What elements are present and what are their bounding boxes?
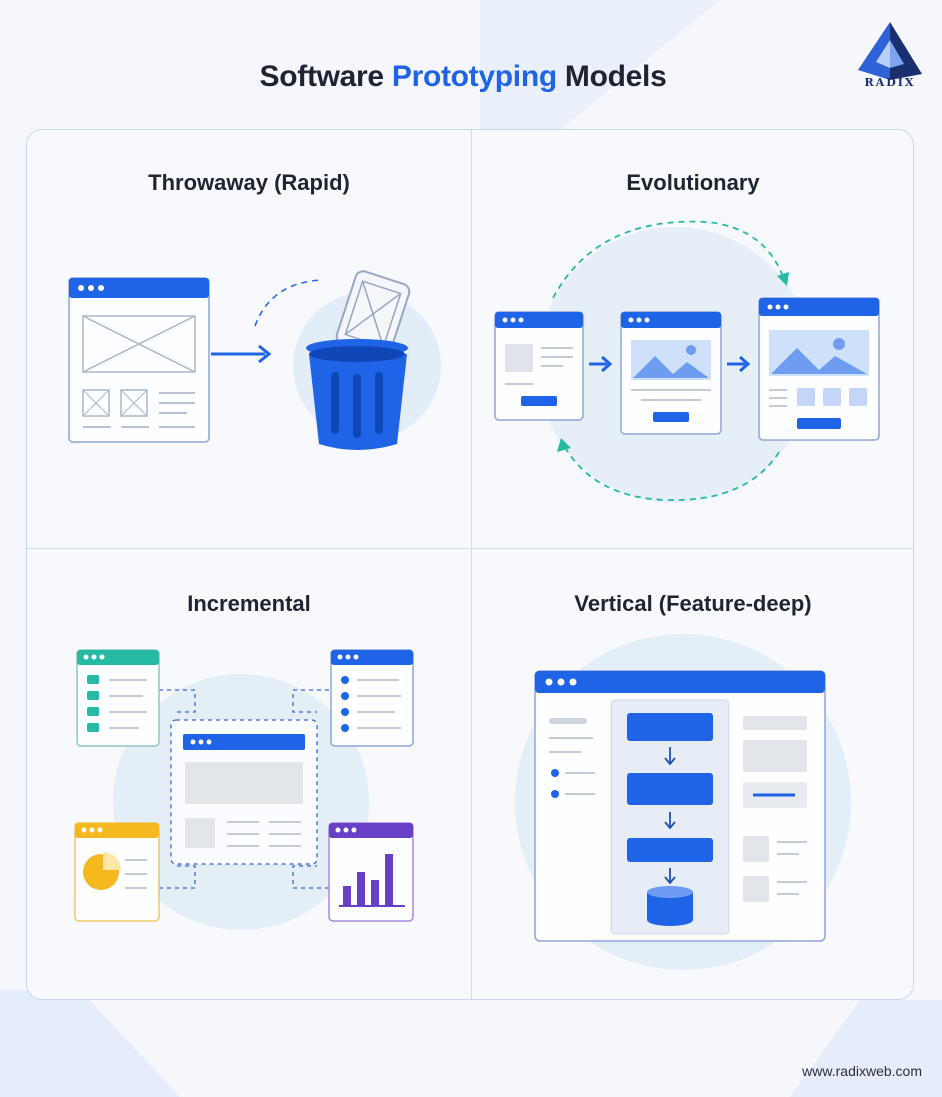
evolution-stage-1-window bbox=[494, 311, 584, 421]
quadrant-title-throwaway: Throwaway (Rapid) bbox=[148, 170, 350, 195]
radix-logo-icon bbox=[858, 22, 922, 80]
vertical-divider bbox=[471, 130, 472, 999]
vertical-feature-window bbox=[534, 670, 826, 942]
vertical-illustration bbox=[515, 634, 851, 970]
incremental-blue-list-window bbox=[330, 649, 414, 747]
title-part2: Models bbox=[564, 60, 667, 93]
quadrant-title-evolutionary: Evolutionary bbox=[626, 170, 760, 195]
evolution-stage-2-window bbox=[620, 311, 722, 435]
arrow-right-icon bbox=[589, 355, 613, 373]
database-icon bbox=[647, 886, 693, 926]
cycle-arrow-top-icon bbox=[777, 272, 789, 286]
models-panel: Throwaway (Rapid) Evolutionary Increment… bbox=[26, 129, 914, 1000]
incremental-illustration bbox=[74, 649, 414, 930]
quadrant-title-vertical: Vertical (Feature-deep) bbox=[574, 591, 812, 616]
incremental-teal-list-window bbox=[76, 649, 160, 747]
website-url[interactable]: www.radixweb.com bbox=[802, 1063, 922, 1079]
incremental-bar-chart-window bbox=[328, 822, 414, 922]
cycle-arrow-bottom-icon bbox=[557, 438, 571, 452]
arrow-right-icon bbox=[727, 355, 751, 373]
horizontal-divider bbox=[27, 548, 913, 549]
page-title: Software Prototyping Models bbox=[0, 60, 926, 94]
incremental-pie-chart-window bbox=[74, 822, 160, 922]
quadrant-title-incremental: Incremental bbox=[187, 591, 311, 616]
trash-can-icon bbox=[306, 270, 411, 450]
incremental-core-window bbox=[170, 719, 318, 865]
evolution-stage-3-window bbox=[758, 297, 880, 441]
arrow-right-icon bbox=[211, 344, 272, 364]
evolutionary-illustration bbox=[494, 220, 880, 503]
title-accent: Prototyping bbox=[391, 60, 557, 93]
throwaway-illustration bbox=[68, 270, 441, 450]
wireframe-window-icon bbox=[68, 277, 210, 443]
logo-text: RADIX bbox=[864, 76, 916, 89]
title-part1: Software bbox=[259, 60, 385, 93]
